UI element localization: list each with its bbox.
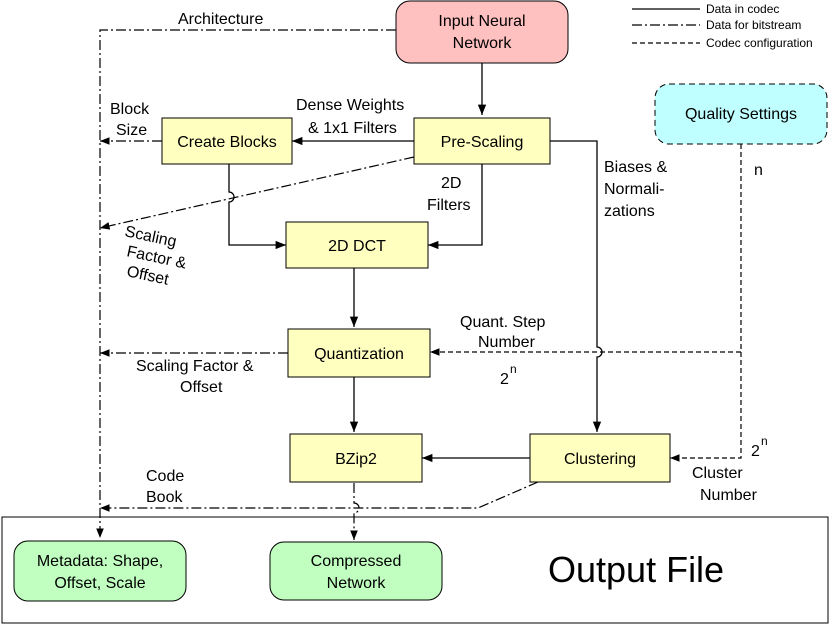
legend-data-in-codec: Data in codec (706, 2, 779, 16)
label-2n-b-base: 2 (751, 443, 760, 460)
legend: Data in codec Data for bitstream Codec c… (632, 2, 813, 50)
label-n: n (754, 162, 763, 179)
edge-scaling-offset (99, 156, 415, 230)
input-network-line2: Network (453, 35, 513, 52)
node-metadata: Metadata: Shape, Offset, Scale (13, 540, 187, 602)
node-compressed-network: Compressed Network (269, 541, 443, 601)
edge-code-book (100, 481, 539, 512)
pre-scaling-label: Pre-Scaling (441, 134, 524, 151)
dct-label: 2D DCT (328, 238, 386, 255)
node-bzip2: BZip2 (289, 433, 423, 483)
legend-codec-configuration: Codec configuration (706, 36, 813, 50)
label-scaling-factor-amp: Scaling Factor & (136, 358, 254, 375)
label-architecture: Architecture (178, 11, 263, 28)
label-2n-a-exp: n (510, 362, 517, 376)
label-filters: Filters (427, 197, 471, 214)
label-quant-step: Quant. Step (460, 314, 545, 331)
compressed-line1: Compressed (311, 553, 402, 570)
node-quantization: Quantization (287, 328, 431, 378)
edge-prescaling-to-clustering (550, 140, 603, 432)
label-cluster-number: Number (700, 487, 758, 504)
edge-architecture (96, 29, 396, 538)
label-block: Block (110, 101, 150, 118)
label-code: Code (146, 468, 184, 485)
metadata-line1: Metadata: Shape, (37, 553, 163, 570)
label-normali: Normali- (604, 181, 664, 198)
label-zations: zations (604, 203, 655, 220)
node-2d-dct: 2D DCT (285, 221, 429, 269)
label-book: Book (146, 489, 183, 506)
node-input-network: Input Neural Network (395, 0, 569, 64)
quality-settings-label: Quality Settings (685, 106, 797, 123)
edge-quality-to-clustering (670, 352, 742, 462)
quantization-label: Quantization (314, 346, 404, 363)
label-dense-weights: Dense Weights (296, 97, 404, 114)
node-create-blocks: Create Blocks (161, 117, 293, 165)
label-size: Size (116, 122, 147, 139)
metadata-line2: Offset, Scale (54, 575, 145, 592)
bzip2-label: BZip2 (335, 451, 377, 468)
label-2n-a-base: 2 (500, 371, 509, 388)
edge-prescaling-to-dct (428, 158, 483, 250)
label-cluster: Cluster (692, 465, 743, 482)
node-quality-settings: Quality Settings (654, 83, 828, 145)
create-blocks-label: Create Blocks (177, 134, 277, 151)
clustering-label: Clustering (564, 451, 636, 468)
label-2n-b-exp: n (761, 434, 768, 448)
compressed-line2: Network (327, 575, 387, 592)
legend-data-for-bitstream: Data for bitstream (706, 18, 801, 32)
label-number: Number (478, 334, 536, 351)
node-clustering: Clustering (529, 433, 671, 483)
input-network-line1: Input Neural (438, 13, 525, 30)
edge-createblocks-to-dct (228, 158, 286, 250)
label-offset2: Offset (180, 379, 223, 396)
output-file-label: Output File (548, 549, 724, 590)
label-1x1-filters: & 1x1 Filters (308, 120, 397, 137)
label-biases: Biases & (604, 159, 667, 176)
label-2d: 2D (441, 175, 461, 192)
edge-bzip2-to-compressed (350, 483, 360, 540)
node-pre-scaling: Pre-Scaling (413, 117, 551, 165)
